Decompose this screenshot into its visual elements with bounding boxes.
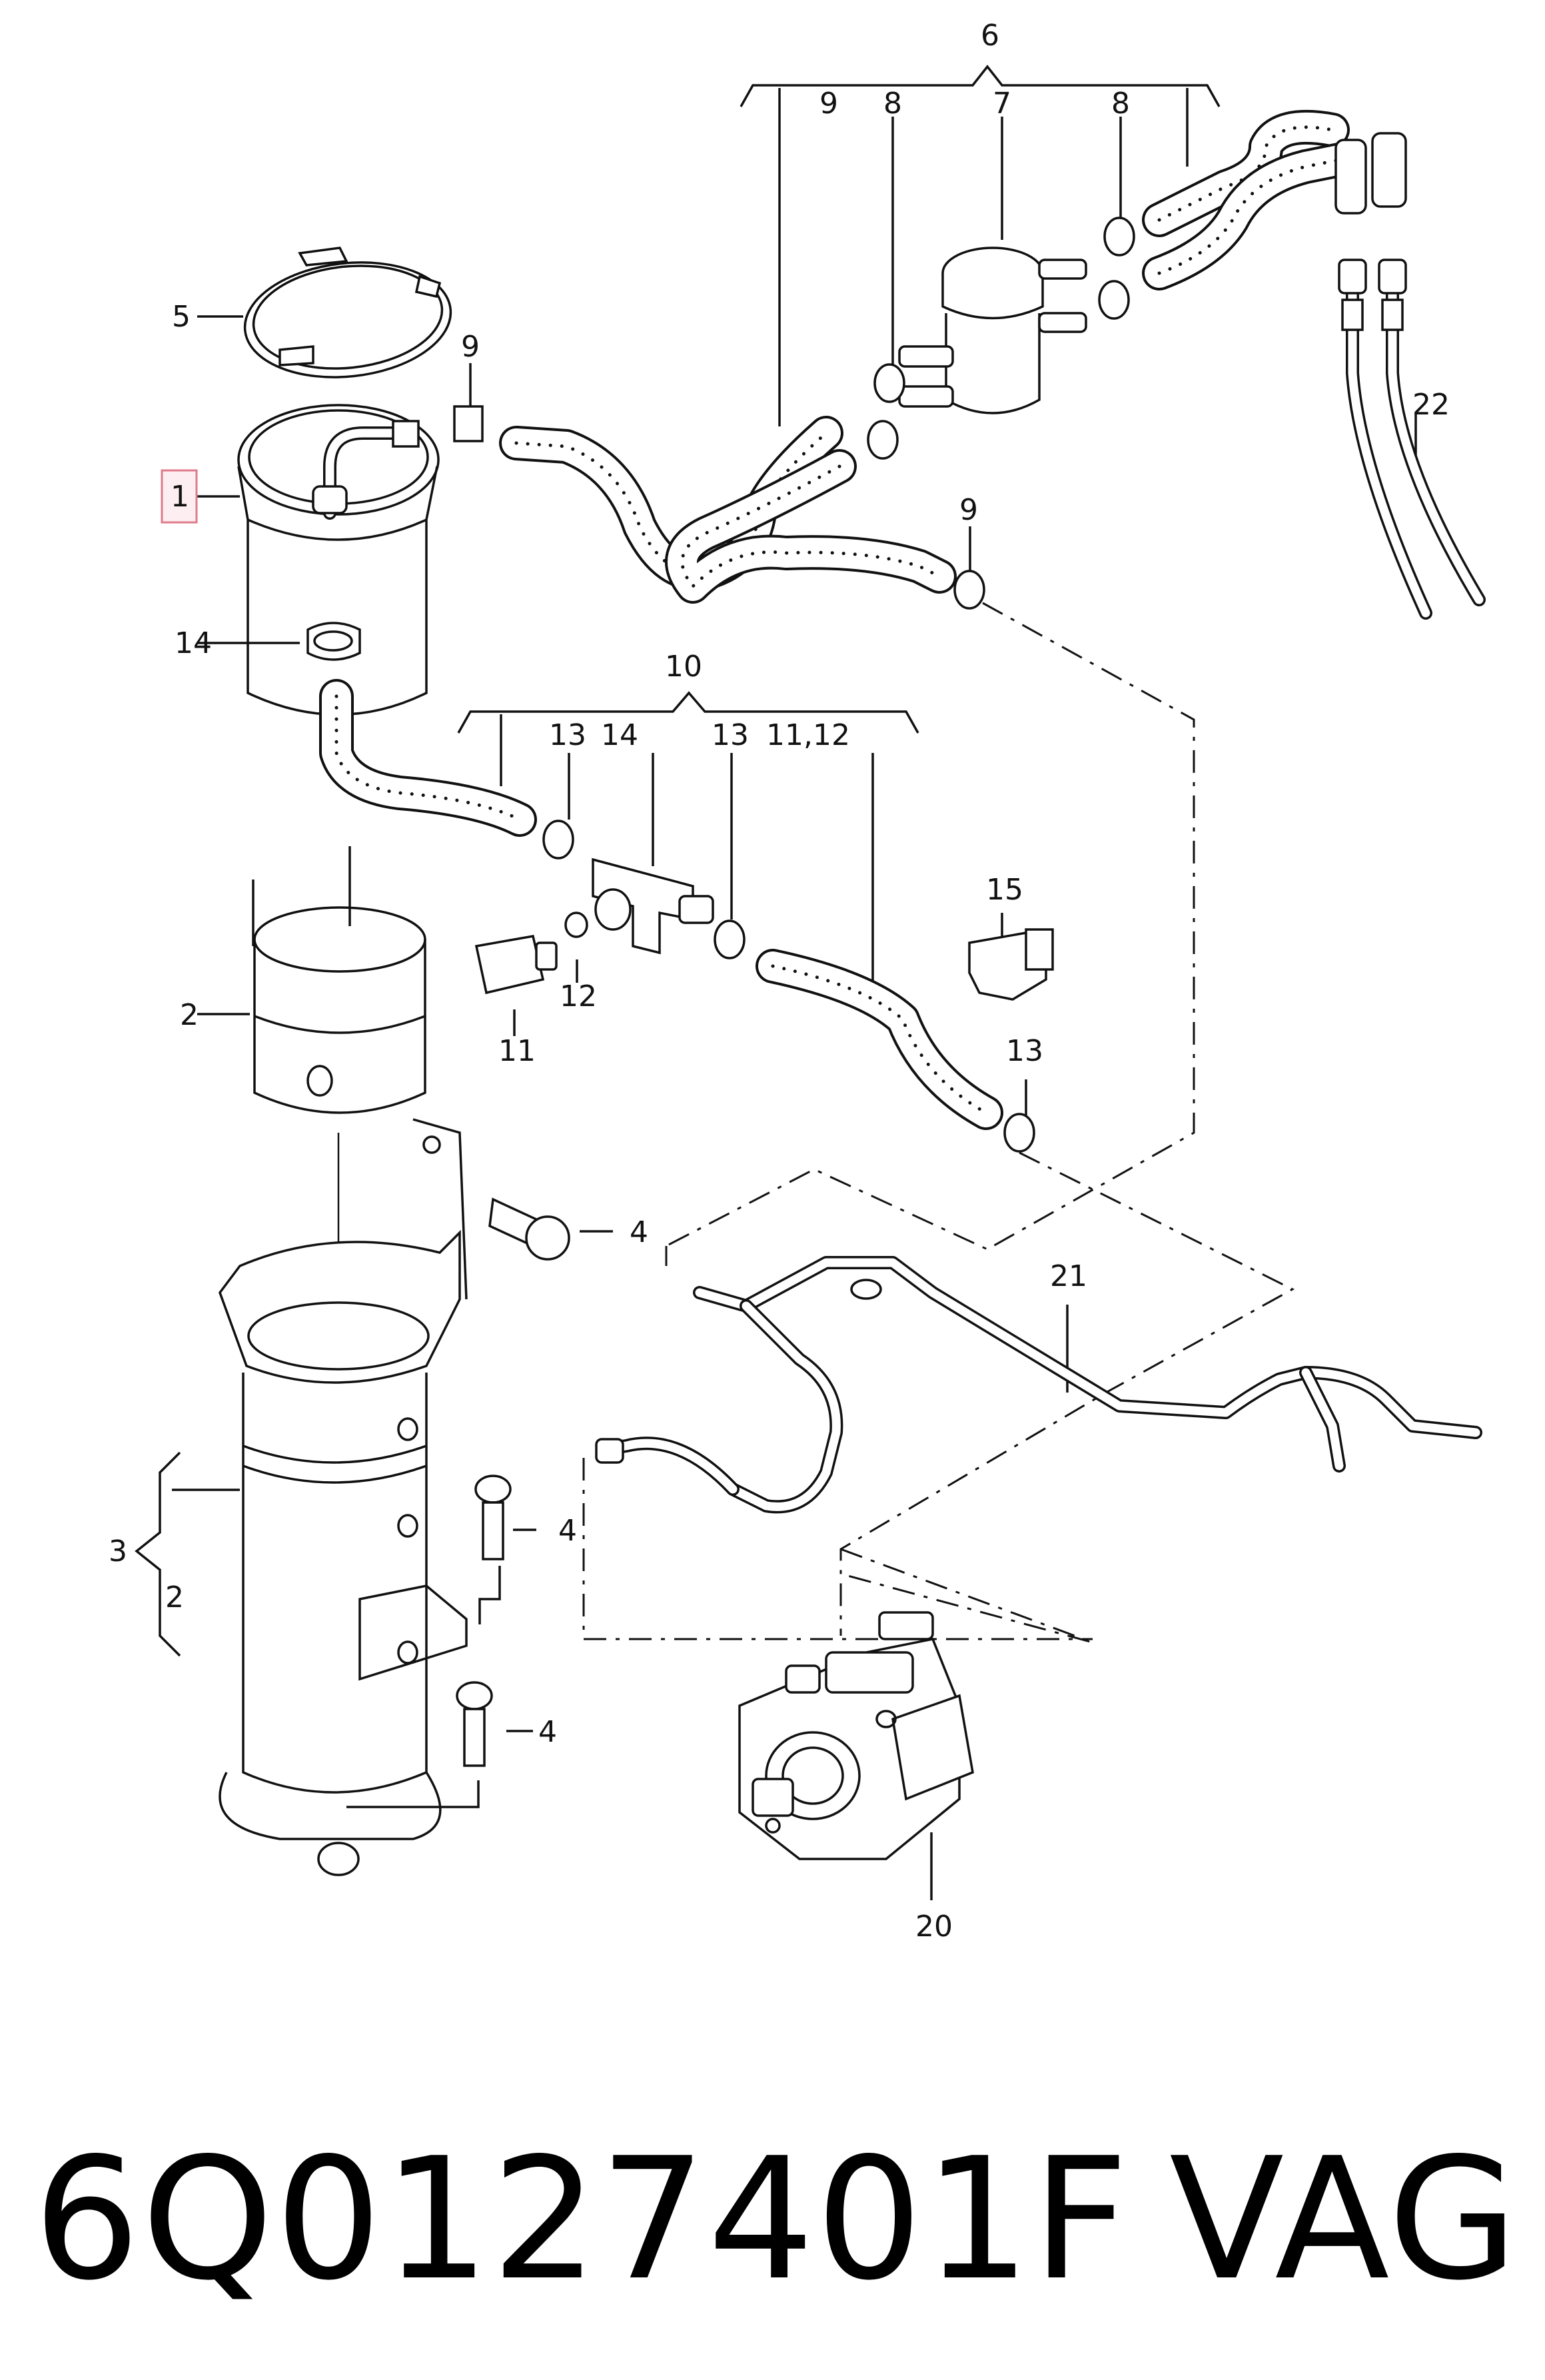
callout-4-upper: 4 xyxy=(630,1215,648,1249)
callout-15: 15 xyxy=(986,873,1023,907)
fuel-pipes-part-22 xyxy=(1334,132,1486,620)
footer: 6Q0127401F VAG xyxy=(33,2122,1520,2317)
callout-9-top: 9 xyxy=(819,87,838,121)
callout-22: 22 xyxy=(1412,388,1450,422)
callout-5: 5 xyxy=(172,300,191,334)
callout-8-right: 8 xyxy=(1111,87,1130,121)
callout-9-mid: 9 xyxy=(959,493,978,527)
callout-13-right: 13 xyxy=(1006,1034,1043,1068)
callout-13-mid: 13 xyxy=(712,718,749,752)
callout-4-mid: 4 xyxy=(558,1514,577,1548)
callout-3: 3 xyxy=(109,1534,127,1568)
brand-label: VAG xyxy=(1169,2122,1520,2317)
callout-12: 12 xyxy=(560,979,597,1013)
sleeve-part-2 xyxy=(252,846,426,1114)
leader-lines xyxy=(135,65,1417,1900)
callout-20: 20 xyxy=(915,1910,953,1944)
bracket-part-3 xyxy=(219,1118,468,1876)
callout-4-lower: 4 xyxy=(538,1715,557,1749)
callout-13-left: 13 xyxy=(549,718,586,752)
callout-10: 10 xyxy=(665,650,702,684)
part-number: 6Q0127401F xyxy=(33,2122,1130,2317)
ring-clamp-part-5 xyxy=(243,247,452,378)
callout-1-highlight: 1 xyxy=(161,469,198,524)
bolts-part-4 xyxy=(456,1197,570,1767)
hoses xyxy=(319,109,1356,1130)
callout-14-upper: 14 xyxy=(175,626,212,660)
callout-7: 7 xyxy=(993,87,1011,121)
callout-11-12: 11,12 xyxy=(766,718,850,752)
valve-part-7 xyxy=(898,247,1087,414)
fuel-line-part-21 xyxy=(595,1256,1482,1514)
hose-clamps xyxy=(542,217,1135,1153)
callout-2-upper: 2 xyxy=(180,998,199,1032)
callout-11: 11 xyxy=(498,1034,536,1068)
dashed-connections xyxy=(582,602,1295,1644)
callout-9-filter: 9 xyxy=(461,330,480,364)
callout-labels: 6 9 8 7 8 5 9 22 9 14 10 13 14 13 11,12 … xyxy=(109,19,1450,1944)
pump-part-20 xyxy=(738,1611,974,1860)
callout-1: 1 xyxy=(171,480,189,514)
fuel-filter-part-1 xyxy=(237,404,484,716)
callout-14-lower: 14 xyxy=(601,718,638,752)
callout-21: 21 xyxy=(1050,1259,1087,1293)
callout-8-left: 8 xyxy=(883,87,902,121)
callout-6: 6 xyxy=(981,19,999,53)
callout-2-lower: 2 xyxy=(165,1580,184,1614)
tee-fitting-and-sensor xyxy=(474,858,1054,1001)
